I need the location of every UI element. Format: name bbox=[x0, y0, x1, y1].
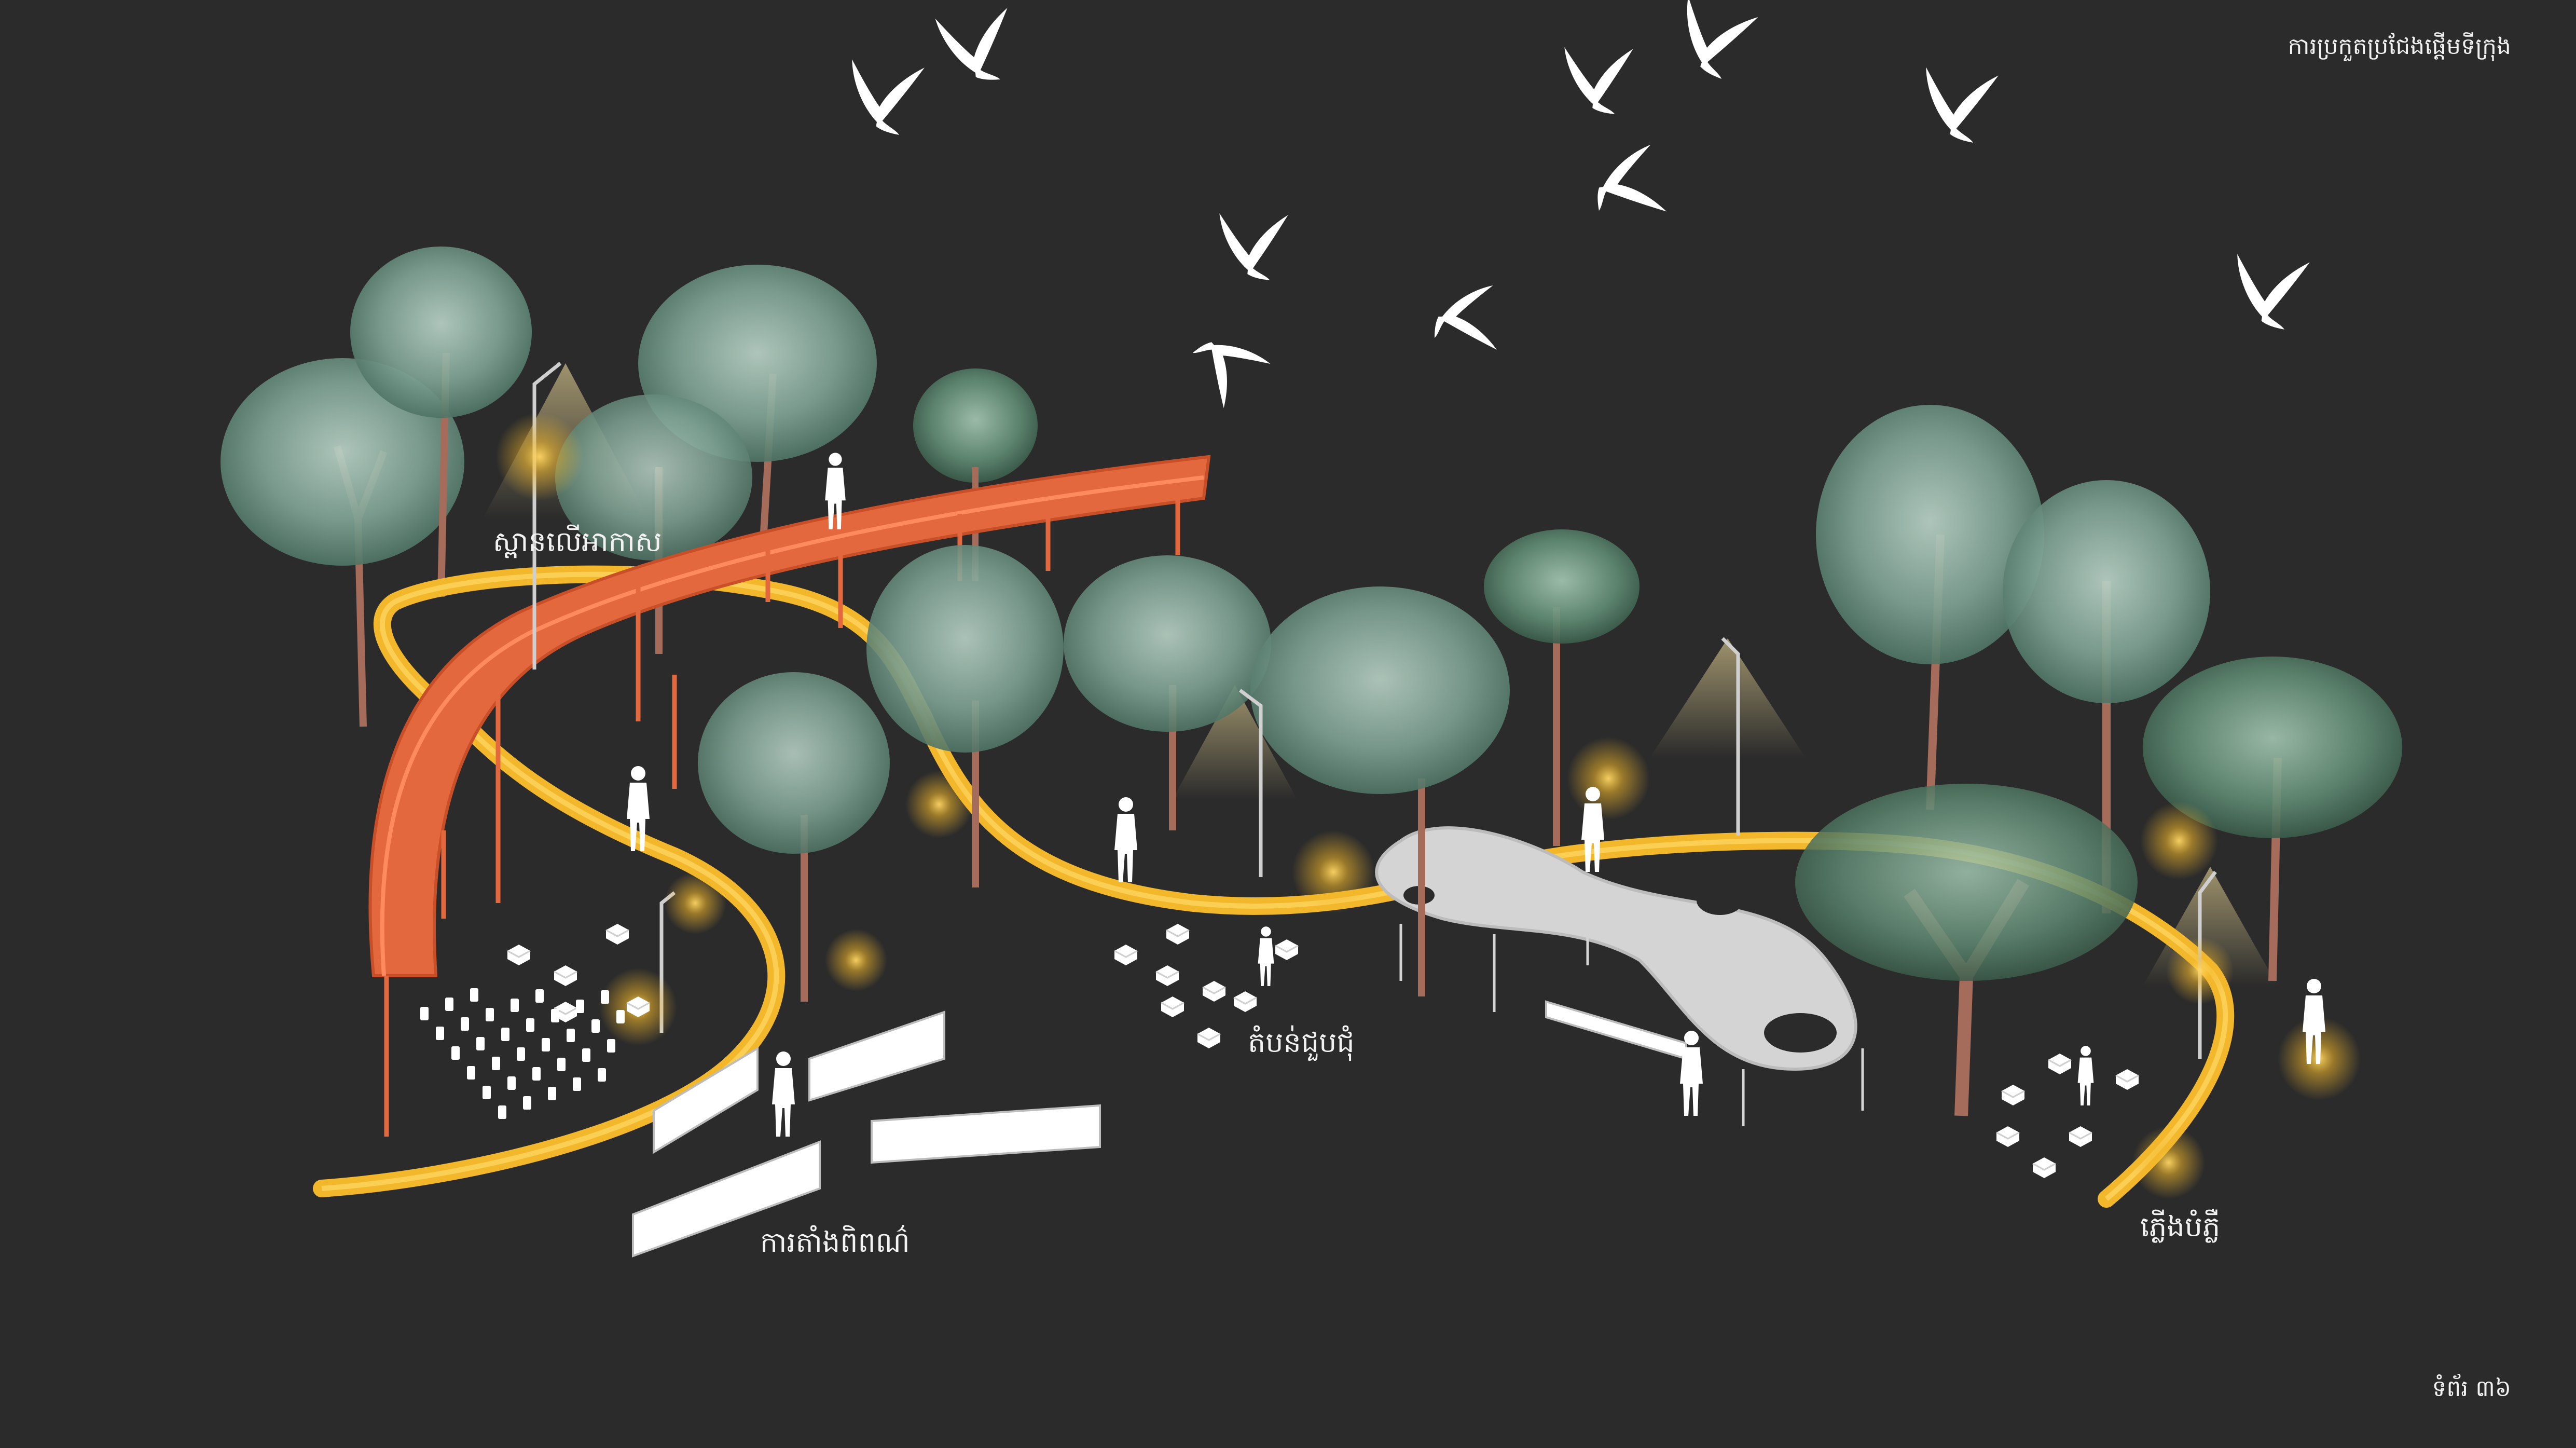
totem-block bbox=[451, 1046, 460, 1060]
bird-icon bbox=[841, 54, 925, 138]
bird-icon bbox=[1914, 62, 1999, 145]
bird-icon bbox=[1589, 144, 1667, 223]
totem-block bbox=[507, 1076, 516, 1090]
bird-icon bbox=[1665, 0, 1758, 84]
totem-block bbox=[542, 1038, 550, 1051]
totem-block bbox=[492, 1057, 500, 1070]
totem-block bbox=[470, 988, 478, 1002]
totem-block bbox=[483, 1086, 491, 1099]
bird-icon bbox=[1559, 43, 1633, 115]
totem-block bbox=[576, 1000, 584, 1013]
totem-block bbox=[532, 1067, 541, 1081]
document-title: ការប្រកួតប្រជែងផ្តើមទីក្រុង bbox=[2288, 33, 2511, 60]
totem-block bbox=[445, 998, 453, 1011]
exhibition-walls bbox=[632, 1000, 1687, 1258]
totem-block bbox=[517, 1047, 525, 1061]
totem-block bbox=[501, 1028, 509, 1041]
bird-icon bbox=[1435, 285, 1497, 350]
totem-block bbox=[436, 1027, 444, 1040]
totem-grid bbox=[420, 988, 625, 1119]
tree-cluster-right bbox=[1484, 405, 2402, 981]
bird-icon bbox=[1183, 319, 1273, 408]
person-figure bbox=[1114, 797, 1137, 882]
person-figure bbox=[772, 1051, 795, 1137]
skywalk-label: ស្ពានលើអាកាស bbox=[493, 525, 662, 558]
lighting-label: ភ្លើងបំភ្លឺ bbox=[2140, 1210, 2221, 1243]
totem-block bbox=[511, 999, 519, 1012]
totem-block bbox=[607, 1039, 615, 1053]
totem-block bbox=[526, 1018, 534, 1032]
totem-block bbox=[461, 1017, 469, 1031]
totem-block bbox=[523, 1096, 531, 1110]
street-lamps bbox=[532, 362, 2217, 1059]
bird-icon bbox=[1214, 209, 1288, 281]
person-figure bbox=[1258, 926, 1274, 986]
totem-block bbox=[573, 1077, 581, 1091]
totem-block bbox=[535, 989, 544, 1003]
totem-block bbox=[467, 1066, 475, 1080]
totem-block bbox=[598, 1068, 606, 1082]
gathering-plaza bbox=[1375, 826, 1864, 1126]
tree-cluster-middle bbox=[698, 545, 2138, 1116]
totem-block bbox=[591, 1019, 600, 1033]
totem-block bbox=[548, 1087, 556, 1100]
light-glows bbox=[495, 413, 2361, 1199]
totem-block bbox=[486, 1008, 494, 1021]
totem-block bbox=[616, 1010, 625, 1023]
birds-flock bbox=[841, 0, 2310, 408]
totem-block bbox=[498, 1105, 506, 1119]
totem-block bbox=[567, 1029, 575, 1042]
totem-block bbox=[551, 1009, 559, 1022]
gathering-zone-label: តំបន់ជួបជុំ bbox=[1248, 1026, 1355, 1059]
totem-block bbox=[476, 1037, 485, 1050]
page-number: ទំព័រ ៣៦ bbox=[2432, 1375, 2511, 1402]
person-figure bbox=[2077, 1046, 2094, 1105]
totem-block bbox=[557, 1058, 566, 1071]
skywalk-bridge bbox=[368, 455, 1211, 1137]
tree-cluster-left bbox=[221, 247, 1038, 727]
totem-block bbox=[582, 1048, 590, 1062]
bird-icon bbox=[934, 8, 1014, 85]
bird-icon bbox=[2226, 249, 2310, 332]
installation-label: ការតាំងពិពណ៌ bbox=[760, 1226, 910, 1259]
totem-block bbox=[601, 990, 609, 1004]
totem-block bbox=[420, 1007, 429, 1020]
